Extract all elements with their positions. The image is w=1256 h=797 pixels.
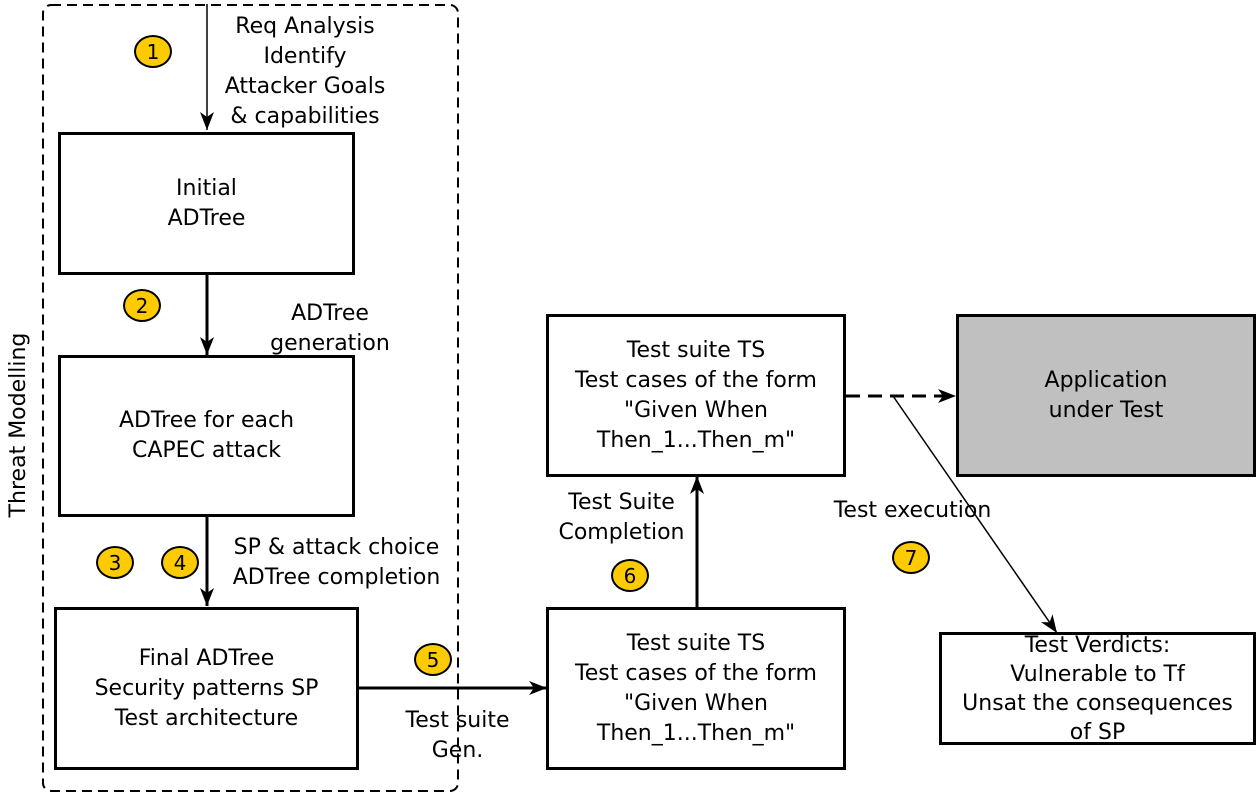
test-suite-completion-label: Test Suite Completion [558, 490, 685, 545]
adtree-capec-box: ADTree for each CAPEC attack [58, 355, 355, 517]
step-badge-1: 1 [134, 35, 172, 68]
test-verdicts-box: Test Verdicts: Vulnerable to Tf Unsat th… [939, 632, 1256, 745]
step-badge-5: 5 [414, 643, 452, 676]
sp-attack-choice-label: SP & attack choice ADTree completion [232, 535, 441, 590]
step-badge-2: 2 [123, 289, 161, 322]
test-execution-label: Test execution [833, 498, 992, 523]
req-analysis-label: Req Analysis Identify Attacker Goals & c… [224, 14, 386, 129]
arrow-test-verdicts [892, 395, 1058, 634]
step-badge-3: 3 [96, 546, 134, 579]
application-under-test-box: Application under Test [956, 314, 1256, 477]
threat-modelling-group-border [42, 4, 459, 792]
threat-modelling-label: Threat Modelling [6, 332, 31, 518]
step-badge-7: 7 [892, 541, 930, 574]
final-adtree-box: Final ADTree Security patterns SP Test a… [54, 607, 359, 770]
initial-adtree-box: Initial ADTree [58, 132, 355, 275]
test-suite-completed-box: Test suite TS Test cases of the form "Gi… [546, 314, 846, 477]
test-suite-gen-label: Test suite Gen. [405, 708, 510, 763]
step-badge-6: 6 [611, 559, 649, 592]
test-suite-initial-box: Test suite TS Test cases of the form "Gi… [546, 607, 846, 770]
step-badge-4: 4 [161, 546, 199, 579]
adtree-generation-label: ADTree generation [270, 301, 390, 356]
